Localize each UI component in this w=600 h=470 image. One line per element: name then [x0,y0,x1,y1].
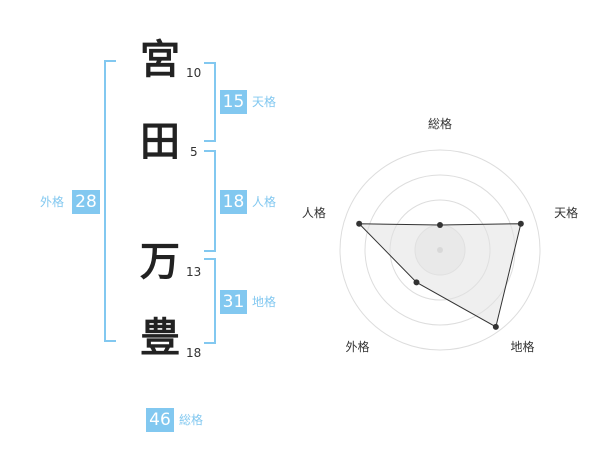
gaikaku-bracket [104,60,116,342]
stroke-count-2: 5 [190,145,198,159]
stroke-count-3: 13 [186,265,202,279]
soukaku-value: 46 [146,408,174,432]
gaikaku-label: 外格 [40,195,65,209]
radar-axis-label-2: 地格 [511,339,535,354]
tenkaku-bracket [204,62,216,142]
radar-axis-label-0: 総格 [428,116,452,131]
gaikaku-value: 28 [72,190,100,214]
radar-point-1 [517,220,524,227]
radar-point-3 [413,279,420,286]
soukaku-label: 総格 [179,413,204,427]
jinkaku-label: 人格 [252,195,277,209]
radar-axis-label-1: 天格 [554,205,578,220]
chikaku-value: 31 [220,290,247,314]
radar-ring-3 [364,174,516,326]
name-char-4: 豊 [140,315,180,361]
radar-axis-label-4: 人格 [302,205,326,220]
tenkaku-label: 天格 [252,95,277,109]
tenkaku-value: 15 [220,90,247,114]
radar-axis-label-3: 外格 [345,339,369,354]
jinkaku-bracket [204,150,216,252]
radar-polygon [357,223,522,328]
name-char-3: 万 [140,239,180,285]
jinkaku-value: 18 [220,190,247,214]
radar-point-4 [356,220,363,227]
radar-point-2 [492,323,499,330]
name-char-1: 宮 [140,37,180,83]
chikaku-label: 地格 [252,295,277,309]
radar-ring-4 [339,149,541,351]
stroke-count-4: 18 [186,346,202,360]
stroke-count-1: 10 [186,66,202,80]
chikaku-bracket [204,258,216,344]
radar-point-0 [437,222,443,228]
name-char-2: 田 [140,119,180,165]
